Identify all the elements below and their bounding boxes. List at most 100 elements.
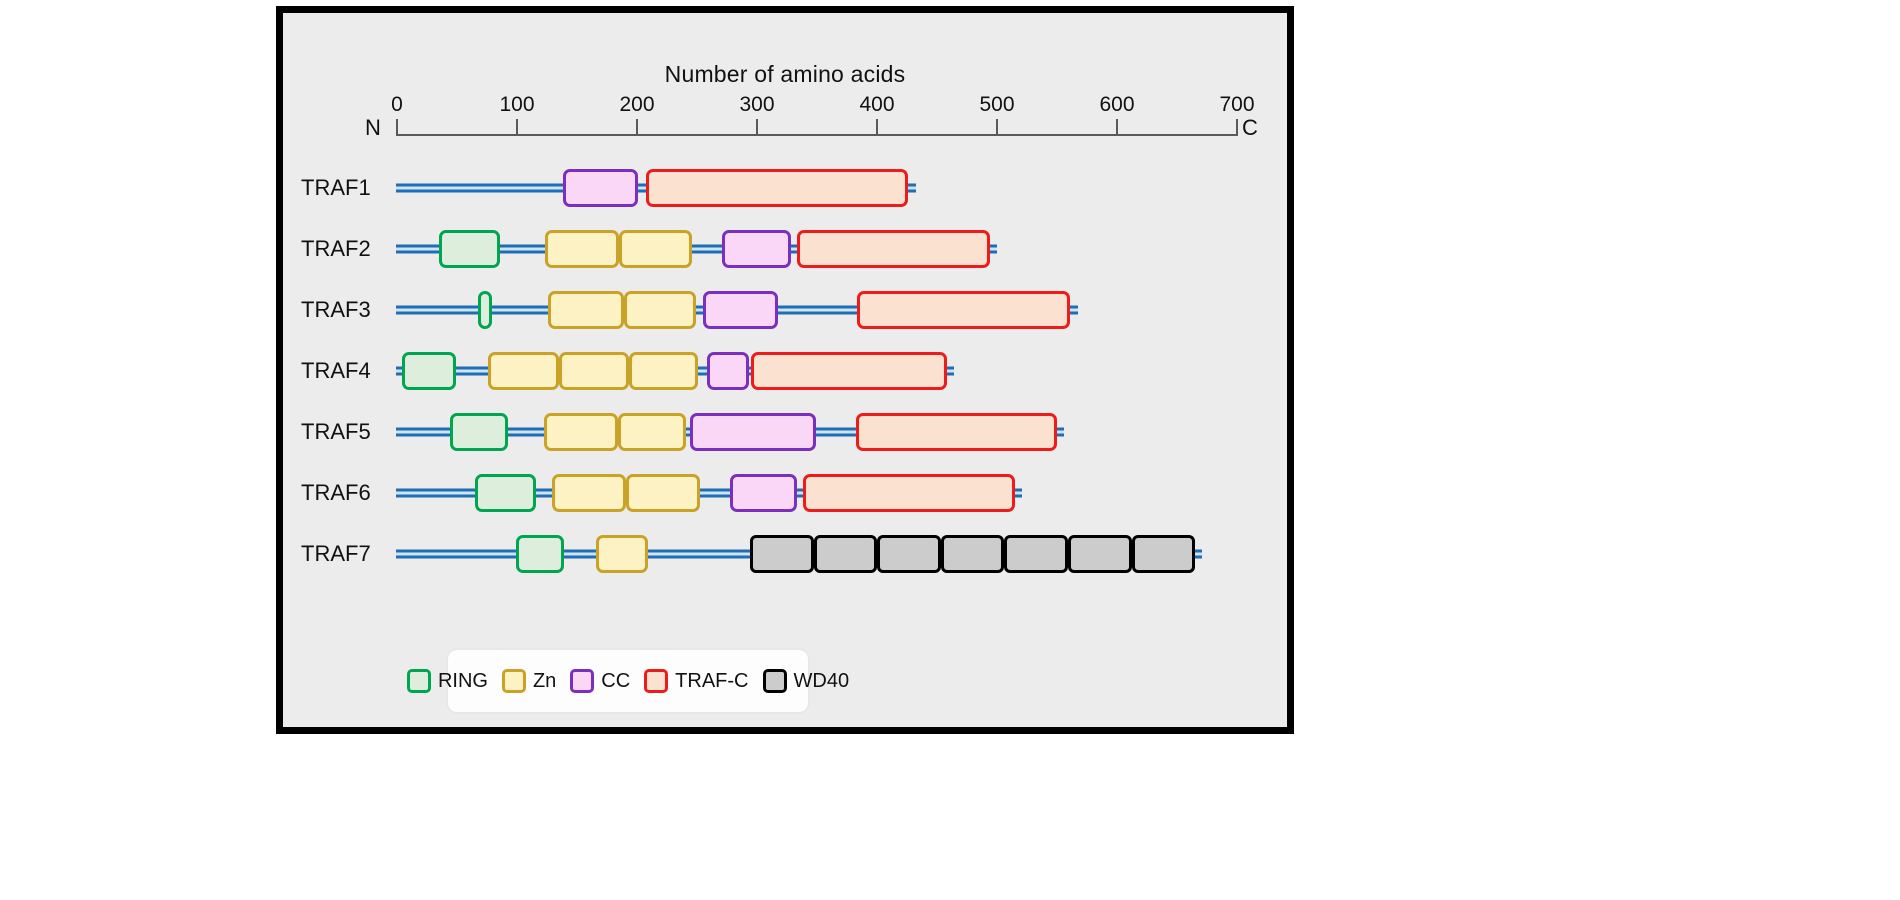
legend-item-trafc[interactable]: TRAF-C [644, 669, 749, 693]
legend-item-zn[interactable]: Zn [501, 669, 557, 693]
domain-trafc [802, 473, 1016, 512]
domain-zn [559, 351, 629, 390]
domain-trafc [796, 229, 990, 268]
protein-track [396, 407, 1287, 456]
axis-tick [396, 119, 398, 136]
domain-trafc [855, 412, 1058, 451]
domain-ring [450, 412, 508, 451]
protein-name-label: TRAF1 [301, 174, 371, 200]
domain-wd40 [1068, 534, 1132, 573]
domain-trafc [645, 168, 909, 207]
axis-tick-label: 300 [739, 93, 775, 116]
protein-name-label: TRAF4 [301, 357, 371, 383]
protein-track [396, 163, 1287, 212]
domain-cc [703, 290, 778, 329]
domain-zn [624, 290, 696, 329]
domain-zn [618, 412, 687, 451]
domain-trafc [751, 351, 947, 390]
protein-name-label: TRAF2 [301, 235, 371, 261]
protein-track [396, 224, 1287, 273]
protein-name-label: TRAF6 [301, 479, 371, 505]
domain-wd40 [940, 534, 1005, 573]
domain-cc [706, 351, 749, 390]
protein-row: TRAF5 [283, 407, 1287, 456]
amino-acid-axis: N C 0 100 200 300 400 500 600 700 [283, 93, 1287, 153]
protein-row: TRAF7 [283, 529, 1287, 578]
domain-zn [619, 229, 693, 268]
legend: RING Zn CC TRAF-C WD40 [406, 650, 849, 712]
protein-row: TRAF2 [283, 224, 1287, 273]
legend-label: RING [437, 669, 488, 692]
domain-zn [628, 351, 699, 390]
protein-name-label: TRAF5 [301, 418, 371, 444]
n-terminus-label: N [365, 115, 381, 140]
protein-track [396, 468, 1287, 517]
legend-swatch-ring-icon [406, 669, 431, 693]
protein-backbone [396, 488, 1023, 497]
axis-tick [876, 119, 878, 136]
axis-title: Number of amino acids [664, 61, 906, 87]
axis-tick [516, 119, 518, 136]
domain-ring [516, 534, 564, 573]
domain-wd40 [877, 534, 941, 573]
axis-tick-label: 500 [979, 93, 1015, 116]
domain-ring [475, 473, 537, 512]
domain-cc [722, 229, 791, 268]
protein-name-label: TRAF3 [301, 296, 371, 322]
legend-swatch-zn-icon [501, 669, 526, 693]
axis-tick [1116, 119, 1118, 136]
legend-item-wd40[interactable]: WD40 [762, 669, 850, 693]
axis-tick [636, 119, 638, 136]
domain-zn [552, 473, 627, 512]
protein-row: TRAF3 [283, 285, 1287, 334]
axis-tick-label: 600 [1099, 93, 1135, 116]
legend-swatch-cc-icon [570, 669, 595, 693]
domain-zn [544, 229, 620, 268]
domain-trafc [856, 290, 1071, 329]
protein-name-label: TRAF7 [301, 540, 371, 566]
domain-zn [548, 290, 624, 329]
axis-tick-label: 0 [391, 93, 403, 116]
protein-row: TRAF6 [283, 468, 1287, 517]
legend-item-cc[interactable]: CC [570, 669, 630, 693]
domain-ring [402, 351, 456, 390]
plot-area: Number of amino acids N C 0 100 200 300 400 5… [283, 13, 1287, 727]
domain-zn [626, 473, 700, 512]
legend-swatch-trafc-icon [644, 669, 669, 693]
axis-line [396, 134, 1236, 136]
protein-track [396, 346, 1287, 395]
domain-cc [562, 168, 639, 207]
protein-track [396, 529, 1287, 578]
protein-track [396, 285, 1287, 334]
legend-item-ring[interactable]: RING [406, 669, 488, 693]
domain-zn [543, 412, 618, 451]
domain-cc [690, 412, 816, 451]
legend-label: TRAF-C [675, 669, 749, 692]
domain-ring [477, 290, 492, 329]
legend-label: Zn [532, 669, 557, 692]
domain-wd40 [813, 534, 878, 573]
figure-frame: Number of amino acids N C 0 100 200 300 400 5… [276, 6, 1294, 734]
axis-tick [756, 119, 758, 136]
domain-ring [439, 229, 501, 268]
axis-tick-label: 400 [859, 93, 895, 116]
protein-row: TRAF4 [283, 346, 1287, 395]
c-terminus-label: C [1242, 115, 1258, 140]
legend-swatch-wd40-icon [762, 669, 787, 693]
axis-tick [1236, 119, 1238, 136]
legend-label: CC [601, 669, 631, 692]
domain-zn [596, 534, 648, 573]
axis-tick-label: 100 [499, 93, 535, 116]
protein-backbone [396, 244, 998, 253]
domain-cc [729, 473, 797, 512]
domain-zn [488, 351, 560, 390]
protein-row: TRAF1 [283, 163, 1287, 212]
domain-wd40 [1131, 534, 1196, 573]
legend-label: WD40 [793, 669, 850, 692]
axis-tick [996, 119, 998, 136]
domain-wd40 [1004, 534, 1068, 573]
domain-wd40 [750, 534, 814, 573]
axis-tick-label: 700 [1219, 93, 1255, 116]
axis-tick-label: 200 [619, 93, 655, 116]
